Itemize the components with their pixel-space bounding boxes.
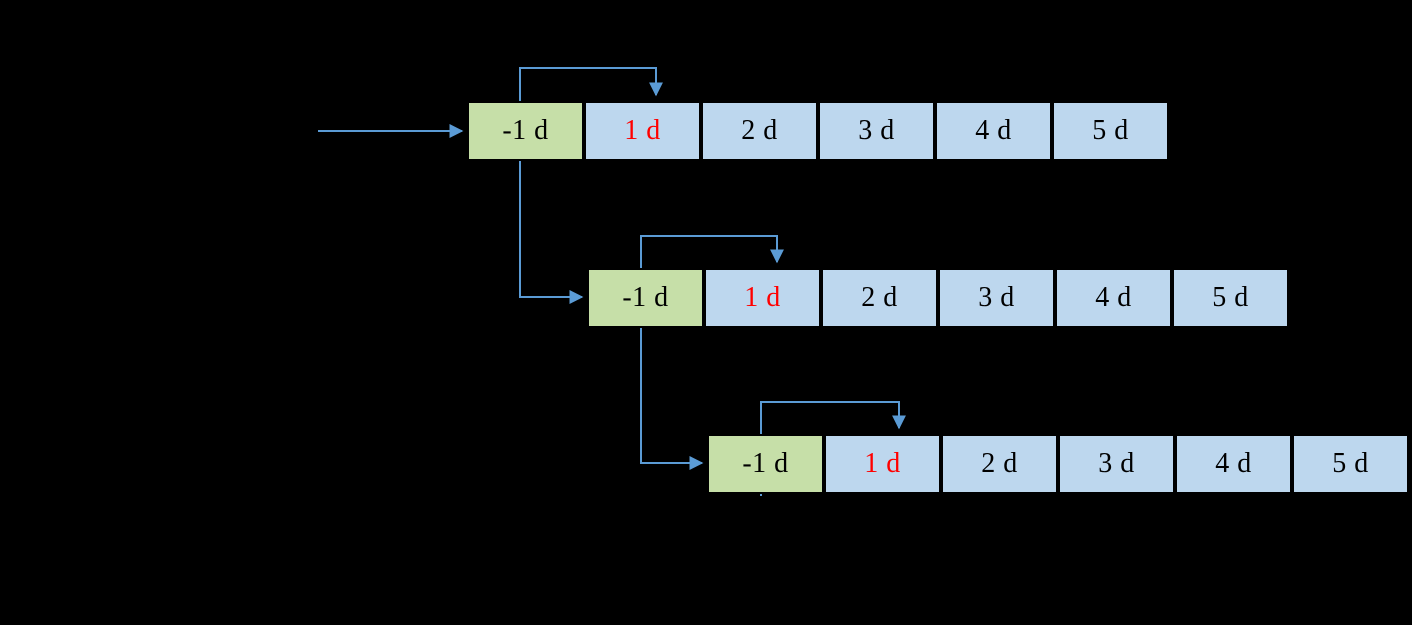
timeline-cell: -1 d [587,268,704,328]
timeline-cell: 2 d [941,434,1058,494]
timeline-cell: 1 d [824,434,941,494]
timeline-cell: 5 d [1052,101,1169,161]
timeline-cell: 3 d [818,101,935,161]
timeline-cell: -1 d [467,101,584,161]
drop-arrow-row-1-to-row-2 [519,160,584,304]
timeline-cell: 1 d [584,101,701,161]
timeline-cell: 4 d [1055,268,1172,328]
timeline-cell: 2 d [821,268,938,328]
timeline-cell: 1 d [704,268,821,328]
timeline-cell: 4 d [935,101,1052,161]
timeline-cell: -1 d [707,434,824,494]
timeline-cell: 5 d [1172,268,1289,328]
timeline-cell: 3 d [1058,434,1175,494]
timeline-cell: 3 d [938,268,1055,328]
timeline-cell: 5 d [1292,434,1409,494]
timeline-cell: 4 d [1175,434,1292,494]
drop-arrow-row-2-to-row-3 [640,328,704,470]
timeline-cell: 2 d [701,101,818,161]
